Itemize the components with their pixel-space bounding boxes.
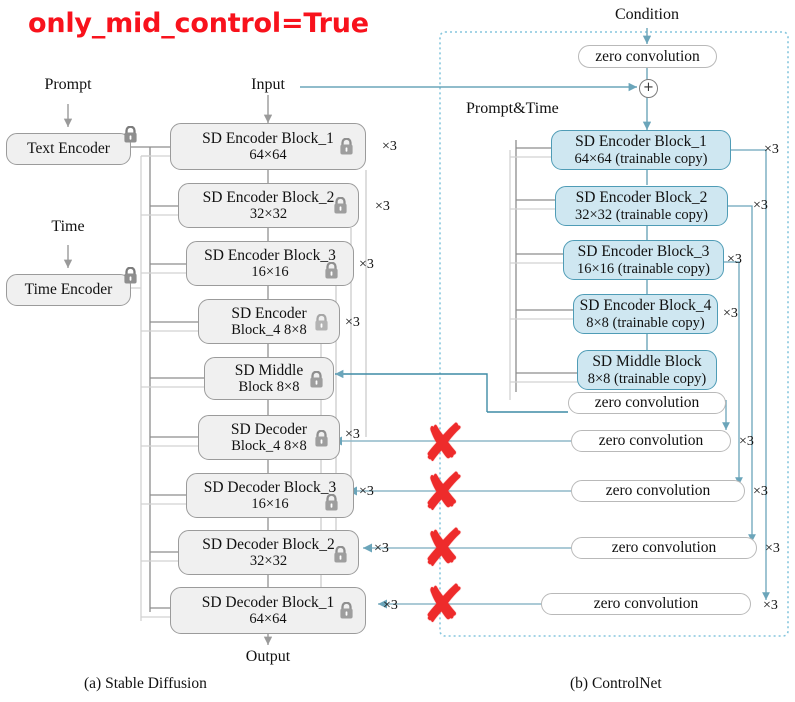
sd-decoder-2-multiplier: ×3 xyxy=(374,541,389,556)
text-encoder-block[interactable]: Text Encoder xyxy=(6,126,137,165)
sd-decoder-3-multiplier: ×3 xyxy=(359,484,374,499)
cn-encoder-block-2[interactable]: SD Encoder Block_2 32×32 (trainable copy… xyxy=(555,186,728,226)
block-subtitle: Block_4 8×8 xyxy=(231,322,307,339)
block-title: SD Encoder Block_1 xyxy=(202,129,334,147)
sd-decoder-block-3[interactable]: SD Decoder Block_3 16×16 xyxy=(186,473,354,518)
block-subtitle: 16×16 xyxy=(251,264,289,281)
sd-encoder-3-multiplier: ×3 xyxy=(359,257,374,272)
lock-icon xyxy=(325,262,338,279)
block-subtitle: 16×16 xyxy=(251,496,289,513)
cn-encoder-block-3[interactable]: SD Encoder Block_3 16×16 (trainable copy… xyxy=(563,240,724,280)
sd-encoder-block-4[interactable]: SD Encoder Block_4 8×8 xyxy=(198,299,340,344)
sd-decoder-4-multiplier: ×3 xyxy=(345,427,360,442)
time-encoder-label: Time Encoder xyxy=(24,281,113,299)
cn-middle-block[interactable]: SD Middle Block 8×8 (trainable copy) xyxy=(577,350,717,390)
block-title: SD Decoder Block_3 xyxy=(203,478,337,496)
lock-icon xyxy=(310,371,323,388)
caption-controlnet: (b) ControlNet xyxy=(570,675,662,692)
block-subtitle: Block_4 8×8 xyxy=(231,438,307,455)
cn-zero-convolution-4[interactable]: zero convolution xyxy=(541,593,751,615)
block-title: SD Encoder Block_2 xyxy=(202,188,335,206)
block-subtitle: 64×64 xyxy=(249,611,287,628)
controlnet-input-zero-convolution[interactable]: zero convolution xyxy=(578,45,717,68)
sd-decoder-block-4[interactable]: SD Decoder Block_4 8×8 xyxy=(198,415,340,460)
lock-icon xyxy=(340,602,353,619)
lock-icon xyxy=(124,126,137,143)
lock-icon xyxy=(315,430,328,447)
cn-zero-conv-2-multiplier: ×3 xyxy=(753,484,768,499)
label-input: Input xyxy=(251,76,285,93)
label-prompt: Prompt xyxy=(44,76,92,93)
label-output: Output xyxy=(245,648,291,665)
lock-icon xyxy=(315,314,328,331)
lock-icon xyxy=(334,197,347,214)
cn-encoder-block-4[interactable]: SD Encoder Block_4 8×8 (trainable copy) xyxy=(573,294,718,334)
cn-zero-convolution-1[interactable]: zero convolution xyxy=(571,430,731,452)
text-encoder-label: Text Encoder xyxy=(27,140,110,158)
block-title: SD Encoder xyxy=(231,304,307,322)
lock-icon xyxy=(124,267,137,284)
lock-icon xyxy=(334,546,347,563)
cn-zero-conv-4-multiplier: ×3 xyxy=(763,598,778,613)
block-subtitle: 64×64 xyxy=(249,147,287,164)
disabled-connection-x-3: ✘ xyxy=(421,519,465,579)
zero-conv-label: zero convolution xyxy=(598,432,704,450)
sd-encoder-2-multiplier: ×3 xyxy=(375,199,390,214)
label-condition: Condition xyxy=(614,6,679,23)
cn-zero-convolution-2[interactable]: zero convolution xyxy=(571,480,745,502)
block-title: SD Encoder Block_1 xyxy=(575,133,707,151)
sd-encoder-block-3[interactable]: SD Encoder Block_3 16×16 xyxy=(186,241,354,286)
sd-encoder-block-2[interactable]: SD Encoder Block_2 32×32 xyxy=(178,183,359,228)
block-title: SD Decoder Block_1 xyxy=(201,593,335,611)
label-time: Time xyxy=(51,218,85,235)
block-title: SD Encoder Block_2 xyxy=(575,189,708,207)
block-subtitle: 16×16 (trainable copy) xyxy=(577,260,710,277)
cn-encoder-block-1[interactable]: SD Encoder Block_1 64×64 (trainable copy… xyxy=(551,130,731,170)
cn-encoder-1-multiplier: ×3 xyxy=(764,142,779,157)
sd-decoder-block-2[interactable]: SD Decoder Block_2 32×32 xyxy=(178,530,359,575)
block-title: SD Middle xyxy=(234,361,304,379)
disabled-connection-x-4: ✘ xyxy=(421,575,465,635)
cn-zero-conv-3-multiplier: ×3 xyxy=(765,541,780,556)
zero-conv-label: zero convolution xyxy=(594,394,700,412)
sd-encoder-1-multiplier: ×3 xyxy=(382,139,397,154)
block-subtitle: 64×64 (trainable copy) xyxy=(574,150,708,167)
sd-encoder-4-multiplier: ×3 xyxy=(345,315,360,330)
block-title: SD Encoder Block_4 xyxy=(579,297,712,315)
lock-icon xyxy=(325,494,338,511)
zero-conv-label: zero convolution xyxy=(595,47,700,65)
sd-decoder-1-multiplier: ×3 xyxy=(383,598,398,613)
block-title: SD Middle Block xyxy=(592,353,702,371)
disabled-connection-x-2: ✘ xyxy=(421,463,465,523)
time-encoder-block[interactable]: Time Encoder xyxy=(6,267,137,306)
cn-zero-convolution-middle[interactable]: zero convolution xyxy=(568,392,726,414)
cn-zero-conv-1-multiplier: ×3 xyxy=(739,434,754,449)
cn-encoder-3-multiplier: ×3 xyxy=(727,252,742,267)
sd-encoder-block-1[interactable]: SD Encoder Block_1 64×64 xyxy=(170,123,366,170)
sd-decoder-block-1[interactable]: SD Decoder Block_1 64×64 xyxy=(170,587,366,634)
block-title: SD Decoder xyxy=(230,420,308,438)
block-subtitle: 32×32 (trainable copy) xyxy=(575,206,708,223)
cn-encoder-4-multiplier: ×3 xyxy=(723,306,738,321)
lock-icon xyxy=(340,138,353,155)
disabled-connection-x-1: ✘ xyxy=(421,414,465,474)
caption-stable-diffusion: (a) Stable Diffusion xyxy=(84,675,207,692)
zero-conv-label: zero convolution xyxy=(593,595,699,613)
block-subtitle: 32×32 xyxy=(249,206,288,223)
block-subtitle: Block 8×8 xyxy=(238,379,300,396)
block-subtitle: 8×8 (trainable copy) xyxy=(586,314,705,331)
sd-middle-block[interactable]: SD Middle Block 8×8 xyxy=(204,357,334,400)
block-title: SD Encoder Block_3 xyxy=(204,246,336,264)
zero-conv-label: zero convolution xyxy=(611,539,717,557)
label-prompt-time: Prompt&Time xyxy=(466,100,559,117)
block-subtitle: 32×32 xyxy=(249,553,288,570)
page-title: only_mid_control=True xyxy=(28,8,369,39)
cn-encoder-2-multiplier: ×3 xyxy=(753,198,768,213)
block-title: SD Decoder Block_2 xyxy=(202,535,335,553)
add-operator: + xyxy=(639,79,658,98)
zero-conv-label: zero convolution xyxy=(605,482,711,500)
block-subtitle: 8×8 (trainable copy) xyxy=(587,370,707,387)
block-title: SD Encoder Block_3 xyxy=(577,243,710,261)
cn-zero-convolution-3[interactable]: zero convolution xyxy=(571,537,757,559)
